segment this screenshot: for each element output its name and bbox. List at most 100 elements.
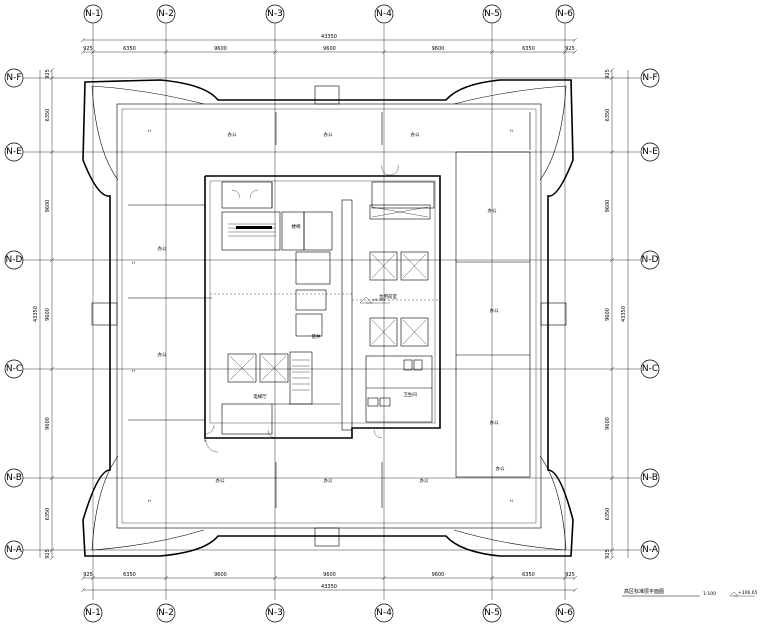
elevator-s1 <box>369 317 398 347</box>
axis-bubble-bottom-1-label: N-2 <box>158 608 174 618</box>
dim-right-seg-5: 6350 <box>605 508 611 521</box>
axis-bubble-left-5-label: N-A <box>6 545 23 555</box>
corner-ne2 <box>453 85 567 105</box>
dim-top-seg-0: 925 <box>83 46 93 52</box>
axis-bubble-top-4-label: N-5 <box>484 9 500 19</box>
dim-top-seg-1: 6350 <box>123 46 136 52</box>
dim-left-tick-5 <box>49 475 55 481</box>
axis-bubble-right-3-label: N-C <box>642 364 658 374</box>
dim-left-tick-7 <box>49 555 55 561</box>
dim-top-seg-6: 925 <box>565 46 575 52</box>
axis-bubble-right-2: N-D <box>640 250 660 270</box>
axis-bubble-left-4-label: N-B <box>6 473 22 483</box>
axis-bubble-left-3-label: N-C <box>6 364 22 374</box>
elevator-w1 <box>227 353 257 383</box>
column-markers: H H H H H H <box>132 129 513 503</box>
room-office-w2: 办公 <box>158 351 167 358</box>
corner-nw <box>91 85 119 181</box>
dim-left-seg-6: 925 <box>45 549 51 559</box>
core-wall-outline <box>204 175 441 439</box>
dim-top-total-tick-0 <box>80 37 86 43</box>
dim-right-tick-6 <box>609 547 615 553</box>
corner-se2 <box>453 529 567 551</box>
room-office-se: 办公 <box>496 465 505 472</box>
stair-treads <box>228 223 276 237</box>
building-core <box>204 175 441 439</box>
room-office-sw: 办公 <box>216 477 225 484</box>
axis-bubble-left-1: N-E <box>4 142 24 162</box>
axis-bubble-right-0: N-F <box>640 68 660 88</box>
axis-bubble-bottom-1: N-2 <box>156 603 176 623</box>
room-office-w1: 办公 <box>158 245 167 252</box>
drawing-scale: 1:100 <box>703 591 716 597</box>
dim-bottom-seg-5: 6350 <box>522 572 535 578</box>
axis-bubble-right-0-label: N-F <box>642 73 657 83</box>
axis-bubble-top-4: N-5 <box>482 4 502 24</box>
drawing-elevation: +106.65 <box>738 590 758 596</box>
dim-top-total: 43350 <box>321 34 337 40</box>
level-mark: ±0.000 <box>359 296 390 304</box>
outer-slab-edge <box>82 79 574 557</box>
drawing-title: 高区标准层平面图 <box>624 588 664 595</box>
dim-right-tick-3 <box>609 257 615 263</box>
axis-bubble-bottom-0-label: N-1 <box>85 608 101 618</box>
dim-right-seg-0: 925 <box>605 69 611 79</box>
svg-text:H: H <box>510 129 513 133</box>
room-office-s1: 办公 <box>324 477 333 484</box>
axis-bubble-top-1-label: N-2 <box>158 9 174 19</box>
room-office-n2: 办公 <box>411 131 420 138</box>
room-labels: 办公 办公 办公 办公 办公 办公 办公 办公 办公 办公 办公 办公 合用前室… <box>158 131 505 484</box>
axis-bubble-top-3: N-4 <box>374 4 394 24</box>
dim-bottom-seg-3: 9600 <box>323 572 336 578</box>
pilaster-right <box>540 302 567 326</box>
dim-top-tick-0 <box>80 49 86 55</box>
axis-bubble-right-5-label: N-A <box>642 545 659 555</box>
axis-bubble-right-1-label: N-E <box>642 147 658 157</box>
dim-top-seg-5: 6350 <box>522 46 535 52</box>
room-toilet: 卫生间 <box>403 391 417 398</box>
elevator-n2 <box>400 251 429 281</box>
room-core-lobby: 电梯厅 <box>253 393 267 400</box>
curtain-wall <box>116 103 542 529</box>
axis-bubble-top-2: N-3 <box>265 4 285 24</box>
dim-right-seg-1: 6350 <box>605 109 611 122</box>
room-stair: 楼梯 <box>292 223 301 230</box>
axis-bubble-bottom-2: N-3 <box>265 603 285 623</box>
pilaster-left <box>91 302 118 326</box>
room-shaft: 管井 <box>312 333 321 340</box>
corner-ne <box>539 85 567 181</box>
dim-top-seg-2: 9600 <box>214 46 227 52</box>
dim-top-total-tick-1 <box>572 37 578 43</box>
dim-right-tick-4 <box>609 366 615 372</box>
room-core-corridor: 合用前室 <box>379 293 397 300</box>
axis-bubble-left-3: N-C <box>4 359 24 379</box>
dim-right-seg-2: 9600 <box>605 200 611 213</box>
door-swings <box>204 164 399 453</box>
dim-left-seg-4: 9600 <box>45 417 51 430</box>
axis-bubble-top-1: N-2 <box>156 4 176 24</box>
dim-bottom-tick-6 <box>562 575 568 581</box>
dim-bottom-seg-0: 925 <box>83 572 93 578</box>
dim-right-seg-4: 9600 <box>605 417 611 430</box>
elevator-n1 <box>369 251 398 281</box>
axis-bubble-left-0: N-F <box>4 68 24 88</box>
elevator-w2 <box>259 353 289 383</box>
dim-top-tick-3 <box>272 49 278 55</box>
axis-bubble-top-5: N-6 <box>555 4 575 24</box>
dim-right-total: 43350 <box>621 306 627 322</box>
dim-top-tick-6 <box>562 49 568 55</box>
dim-bottom-tick-0 <box>80 575 86 581</box>
axis-bubble-left-5: N-A <box>4 540 24 560</box>
axis-bubble-right-1: N-E <box>640 142 660 162</box>
room-office-n1: 办公 <box>324 131 333 138</box>
axis-bubble-top-0-label: N-1 <box>85 9 101 19</box>
dim-bottom-tick-5 <box>489 575 495 581</box>
dim-left-seg-1: 6350 <box>45 109 51 122</box>
dim-right-seg-3: 9600 <box>605 308 611 321</box>
dim-bottom-tick-4 <box>381 575 387 581</box>
dim-bottom-tick-3 <box>272 575 278 581</box>
axis-bubble-top-2-label: N-3 <box>267 9 283 19</box>
stair-south-treads <box>292 359 310 391</box>
dim-bottom-tick-7 <box>572 575 578 581</box>
